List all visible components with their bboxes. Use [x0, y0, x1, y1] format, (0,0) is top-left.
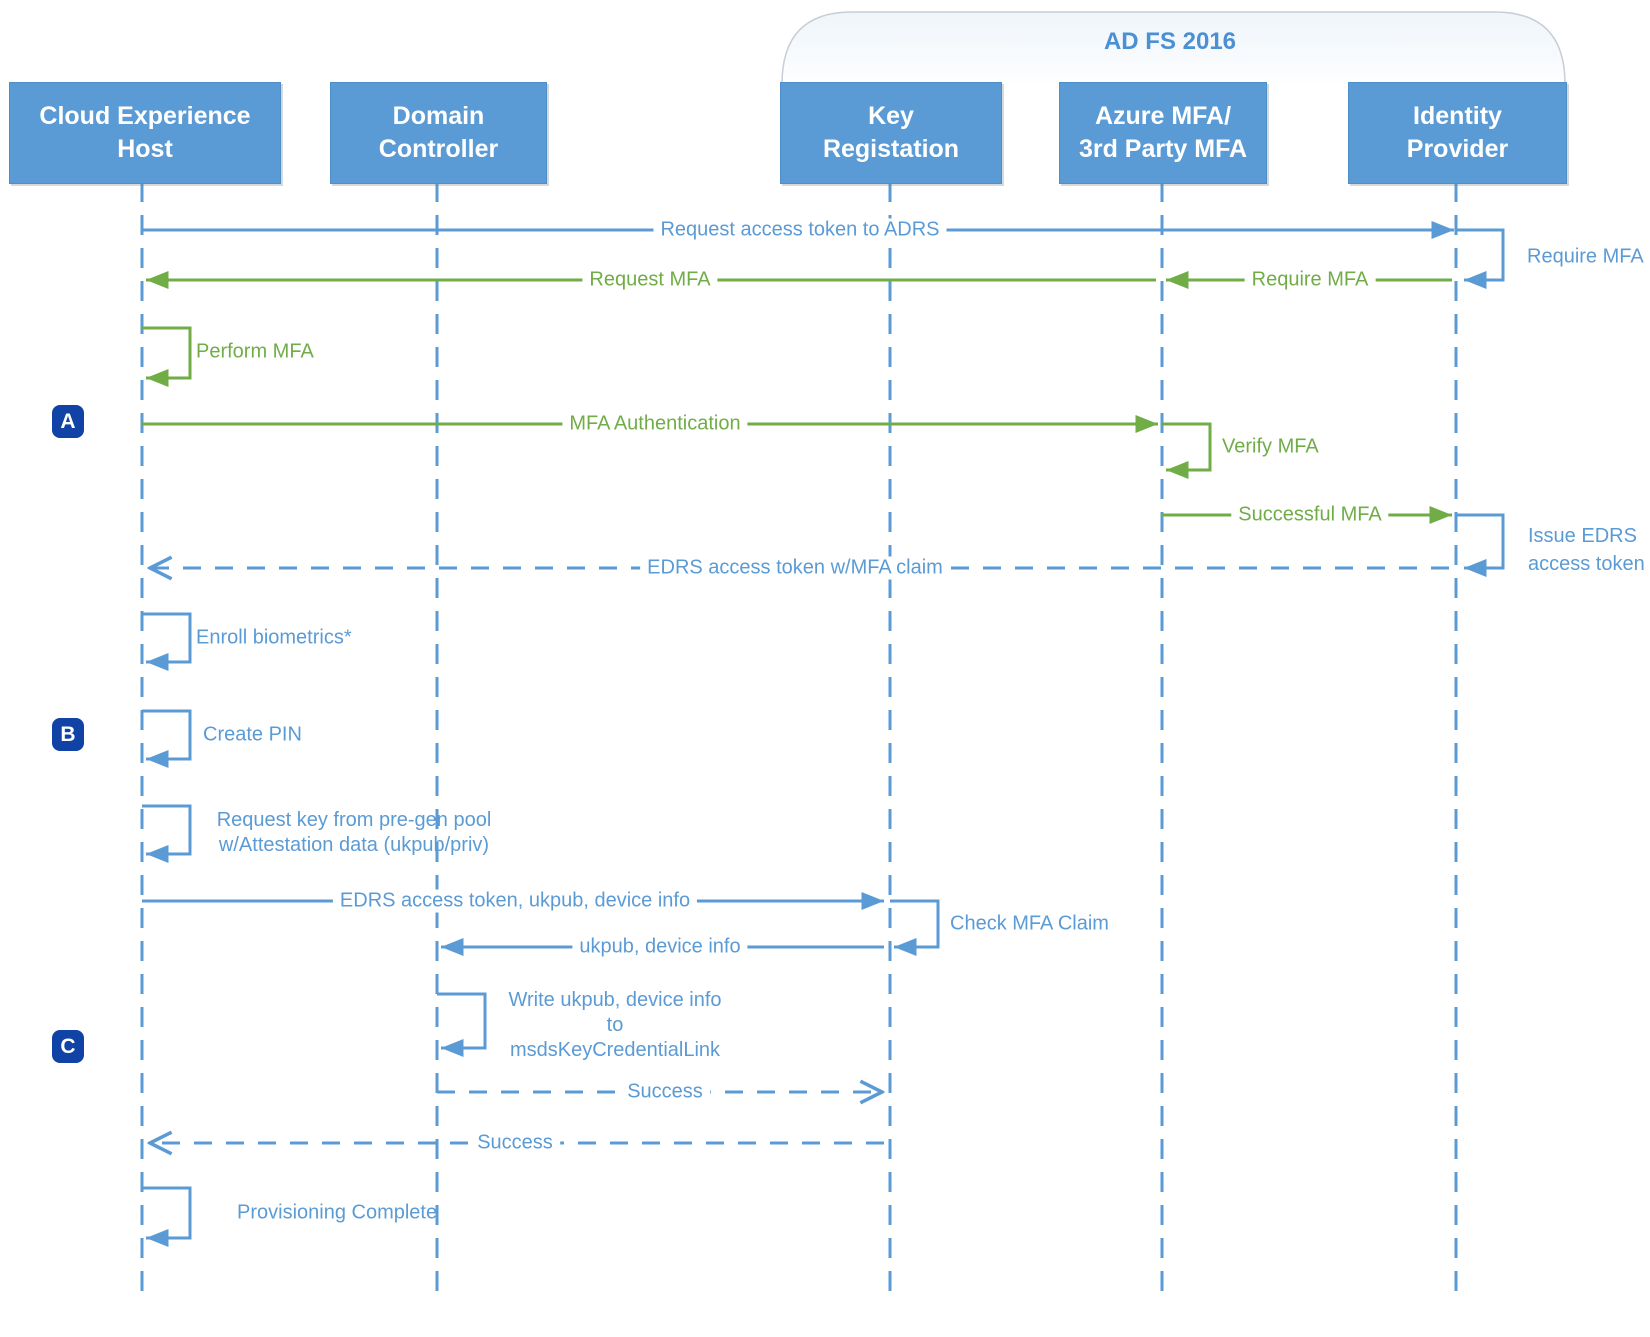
- label-line: msdsKeyCredentialLink: [509, 1039, 721, 1061]
- label-issue-edrs-token: Issue EDRS access token: [1528, 522, 1645, 578]
- step-badge-b: B: [52, 718, 84, 751]
- actor-label: Key: [868, 102, 914, 130]
- actor-label: Registation: [822, 135, 960, 163]
- label-request-mfa: Request MFA: [582, 268, 718, 292]
- label-line: Request key from pre-gen pool: [216, 809, 492, 831]
- loop-perform-mfa: [142, 326, 192, 387]
- label-provisioning-complete: Provisioning Complete: [237, 1201, 438, 1224]
- label-line: w/Attestation data (ukpub/priv): [218, 834, 490, 856]
- adfs-group-bracket: [781, 11, 1566, 85]
- actor-label: Provider: [1406, 135, 1509, 163]
- label-check-mfa-claim: Check MFA Claim: [950, 912, 1109, 935]
- label-edrs-token-claim: EDRS access token w/MFA claim: [640, 556, 950, 580]
- label-ukpub-device: ukpub, device info: [572, 935, 748, 959]
- actor-domain-controller: Domain Controller: [330, 82, 547, 184]
- label-line: access token: [1528, 553, 1645, 575]
- loop-write-ukpub: [437, 992, 487, 1057]
- label-require-mfa-side: Require MFA: [1527, 245, 1644, 268]
- label-edrs-ukpub-device: EDRS access token, ukpub, device info: [332, 889, 698, 913]
- actor-label: 3rd Party MFA: [1078, 135, 1248, 163]
- label-request-key: Request key from pre-gen pool w/Attestat…: [217, 808, 492, 858]
- actor-key-registration: Key Registation: [780, 82, 1002, 184]
- step-badge-a: A: [52, 405, 84, 438]
- loop-require-mfa-self: [1456, 228, 1505, 289]
- label-success-dc-keyreg: Success: [620, 1080, 710, 1104]
- label-perform-mfa: Perform MFA: [196, 340, 314, 363]
- label-line: to: [606, 1014, 624, 1036]
- label-successful-mfa: Successful MFA: [1231, 503, 1389, 527]
- label-enroll-biometrics: Enroll biometrics*: [196, 626, 352, 649]
- loop-check-mfa-claim: [890, 899, 940, 956]
- actor-identity-provider: Identity Provider: [1348, 82, 1567, 184]
- loop-provisioning-complete: [142, 1186, 192, 1247]
- label-verify-mfa: Verify MFA: [1222, 435, 1319, 458]
- loop-verify-mfa: [1162, 422, 1212, 479]
- actor-label: Identity: [1413, 102, 1502, 130]
- label-line: Write ukpub, device info: [508, 989, 722, 1011]
- loop-request-key: [142, 804, 192, 863]
- actor-label: Host: [117, 135, 173, 163]
- loop-create-pin: [142, 709, 192, 768]
- actor-label: Azure MFA/: [1094, 102, 1232, 130]
- label-line: Issue EDRS: [1528, 525, 1637, 547]
- label-write-ukpub: Write ukpub, device info to msdsKeyCrede…: [508, 988, 721, 1063]
- label-mfa-authentication: MFA Authentication: [562, 412, 748, 436]
- actor-azure-mfa: Azure MFA/ 3rd Party MFA: [1059, 82, 1267, 184]
- label-require-mfa: Require MFA: [1244, 268, 1376, 292]
- actor-cloud-experience-host: Cloud Experience Host: [9, 82, 281, 184]
- label-success-keyreg-ceh: Success: [470, 1131, 560, 1155]
- loop-enroll-biometrics: [142, 612, 192, 671]
- label-create-pin: Create PIN: [203, 723, 302, 746]
- label-request-access-token: Request access token to ADRS: [653, 218, 947, 242]
- loop-issue-edrs-token: [1456, 513, 1505, 577]
- actor-label: Domain: [392, 102, 485, 130]
- step-badge-c: C: [52, 1030, 84, 1063]
- actor-label: Cloud Experience: [39, 102, 251, 130]
- message-arrows: [142, 221, 1505, 1247]
- adfs-group-label: AD FS 2016: [1103, 28, 1237, 55]
- lifelines: [140, 182, 1458, 1292]
- actor-label: Controller: [378, 135, 499, 163]
